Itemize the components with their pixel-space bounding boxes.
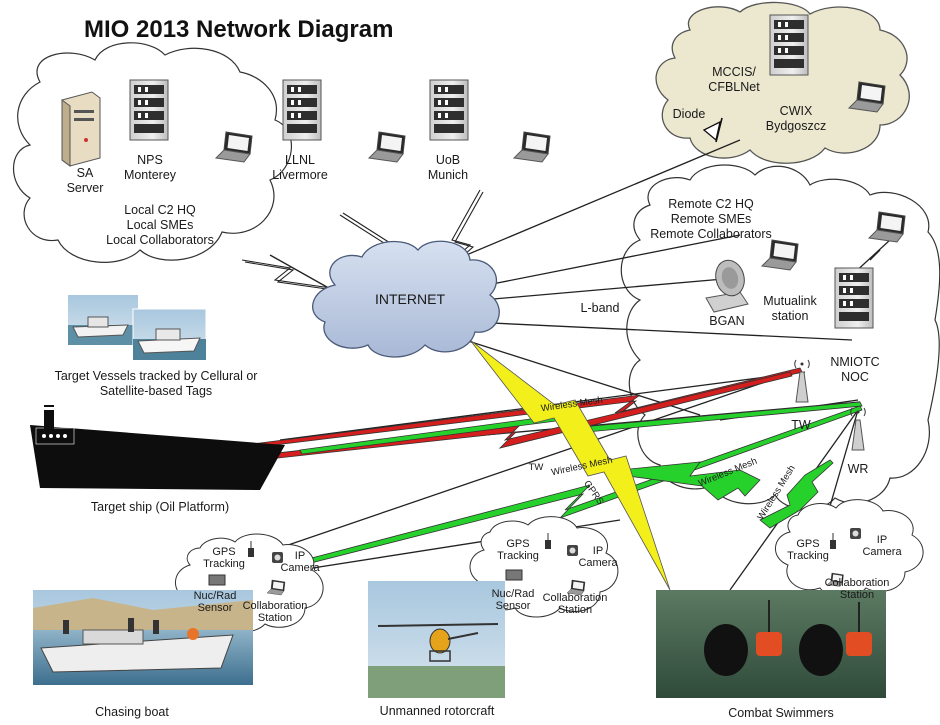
boat-nucrad-icon <box>208 574 226 586</box>
mccis-label: MCCIS/CFBLNet <box>708 65 760 94</box>
combat-swimmers-caption: Combat Swimmers <box>728 706 834 720</box>
uob-laptop-icon <box>513 131 551 163</box>
green-wireless-link-swimmers2 <box>759 459 834 529</box>
llnl-server-icon <box>282 79 322 141</box>
bgan-label: BGAN <box>709 314 745 328</box>
target-ship-icon <box>30 405 285 490</box>
wr-tower-label: WR <box>847 462 869 476</box>
swimmer-sensor-cloud <box>775 499 924 598</box>
tw-tower-label: TW <box>791 418 811 432</box>
swimmer-gps-icon <box>830 533 836 549</box>
internet-cloud <box>312 240 500 358</box>
diode-label: Diode <box>672 107 706 121</box>
boat-ip-camera-icon <box>272 552 283 563</box>
bgan-dish-icon <box>705 259 749 313</box>
target-vessels-photo <box>68 295 206 360</box>
tw-link-label: TW <box>528 462 544 473</box>
rotor-nucrad-icon <box>505 569 523 581</box>
combat-swimmers-photo <box>656 590 886 698</box>
green-wireless-link-swimmers1 <box>618 461 761 501</box>
nps-server-icon <box>129 79 169 141</box>
chasing-boat-photo <box>33 590 253 685</box>
rotorcraft-caption: Unmanned rotorcraft <box>379 704 495 718</box>
uob-server-icon <box>429 79 469 141</box>
llnl-laptop-icon <box>368 131 406 163</box>
green-wireless-link-boat <box>284 405 863 570</box>
diode-icon <box>702 117 723 143</box>
sa-server-icon <box>61 91 101 167</box>
swimmer-ip-camera-icon <box>850 528 861 539</box>
internet-label: INTERNET <box>375 291 445 307</box>
chasing-boat-caption: Chasing boat <box>95 705 169 719</box>
nmiotc-server-icon <box>834 267 874 329</box>
lband-label: L-band <box>580 301 620 315</box>
rotorcraft-photo <box>368 581 505 698</box>
boat-gps-icon <box>248 541 254 557</box>
rotor-ip-camera-icon <box>567 545 578 556</box>
rotor-gps-icon <box>545 533 551 549</box>
cwix-server-icon <box>769 14 809 76</box>
diagram-title: MIO 2013 Network Diagram <box>84 16 394 43</box>
target-ship-caption: Target ship (Oil Platform) <box>90 500 230 514</box>
